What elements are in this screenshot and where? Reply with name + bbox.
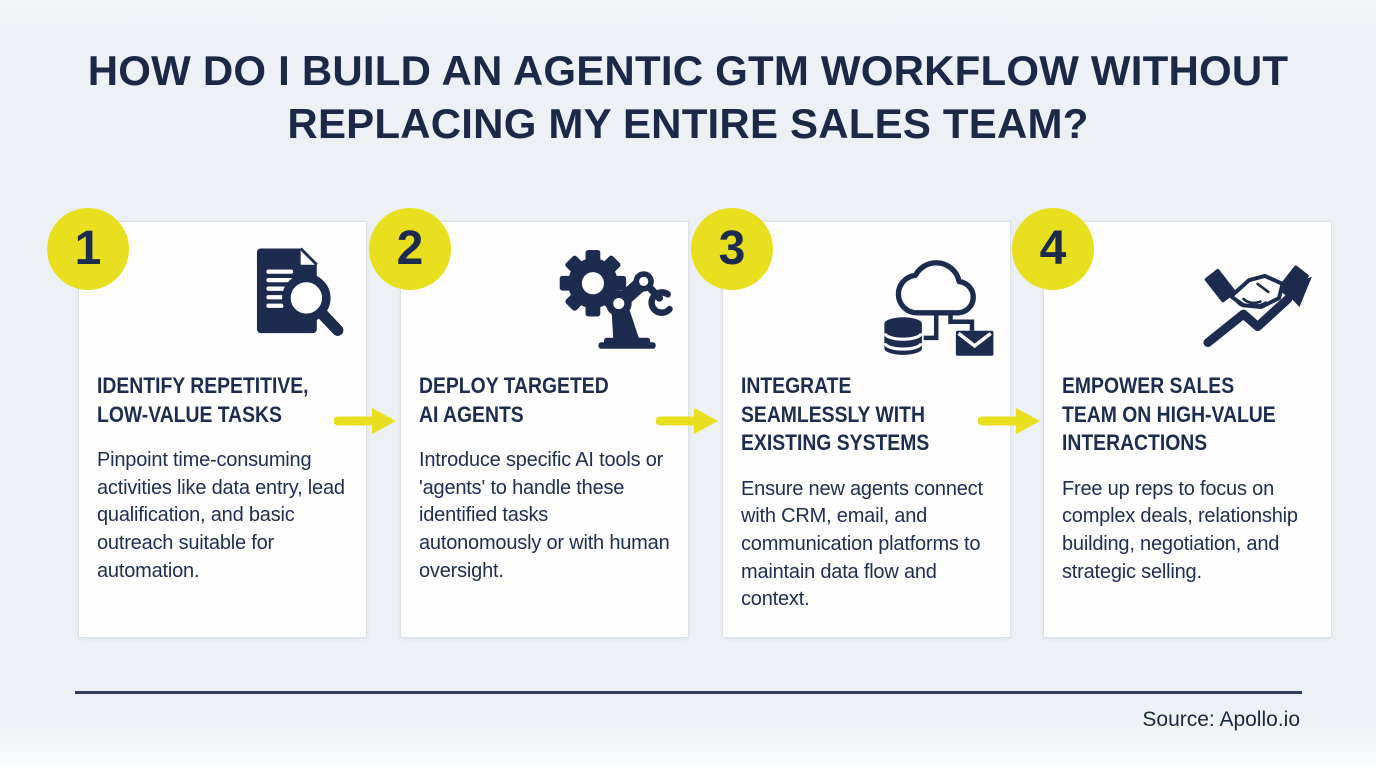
- page-title: HOW DO I BUILD AN AGENTIC GTM WORKFLOW W…: [87, 47, 1289, 148]
- step-number: 1: [74, 221, 102, 275]
- footer-divider: [75, 691, 1302, 694]
- step-title: INTEGRATE SEAMLESSLY WITH EXISTING SYSTE…: [741, 373, 930, 456]
- step-number-badge: 1: [47, 208, 129, 290]
- step-title: EMPOWER SALES TEAM ON HIGH-VALUE INTERAC…: [1062, 373, 1276, 456]
- handshake-growth-arrow-icon: [1197, 242, 1321, 364]
- step-title: IDENTIFY REPETITIVE, LOW-VALUE TASKS: [97, 373, 309, 427]
- document-search-icon: [232, 242, 356, 364]
- source-attribution: Source: Apollo.io: [1142, 708, 1300, 731]
- arrow-right-icon: [978, 404, 1042, 438]
- step-number-badge: 2: [369, 208, 451, 290]
- arrow-right-icon: [334, 404, 398, 438]
- cloud-database-email-icon: [876, 242, 1000, 364]
- step-description: Pinpoint time-consuming activities like …: [97, 449, 345, 582]
- step-number: 3: [718, 221, 746, 275]
- step-card-1: 1 IDENTIFY REPETITIVE, LOW-VALUE TASKS P…: [47, 208, 367, 638]
- step-description: Ensure new agents connect with CRM, emai…: [741, 477, 983, 611]
- step-title: DEPLOY TARGETED AI AGENTS: [419, 373, 609, 427]
- step-number: 2: [396, 221, 424, 275]
- step-number-badge: 4: [1012, 208, 1094, 290]
- step-card-2: 2: [369, 208, 689, 638]
- step-description: Free up reps to focus on complex deals, …: [1062, 477, 1298, 583]
- step-card-3: 3 INTEGRATE SEAMLESSLY WITH EXISTING SYS…: [691, 208, 1011, 638]
- step-number-badge: 3: [691, 208, 773, 290]
- step-card-4: 4 EMPOWER SALES TEAM ON HIGH-VALUE INTER…: [1012, 208, 1332, 638]
- arrow-right-icon: [656, 404, 720, 438]
- step-number: 4: [1039, 221, 1067, 275]
- robotic-arm-gear-icon: [554, 242, 678, 364]
- step-description: Introduce specific AI tools or 'agents' …: [419, 449, 670, 582]
